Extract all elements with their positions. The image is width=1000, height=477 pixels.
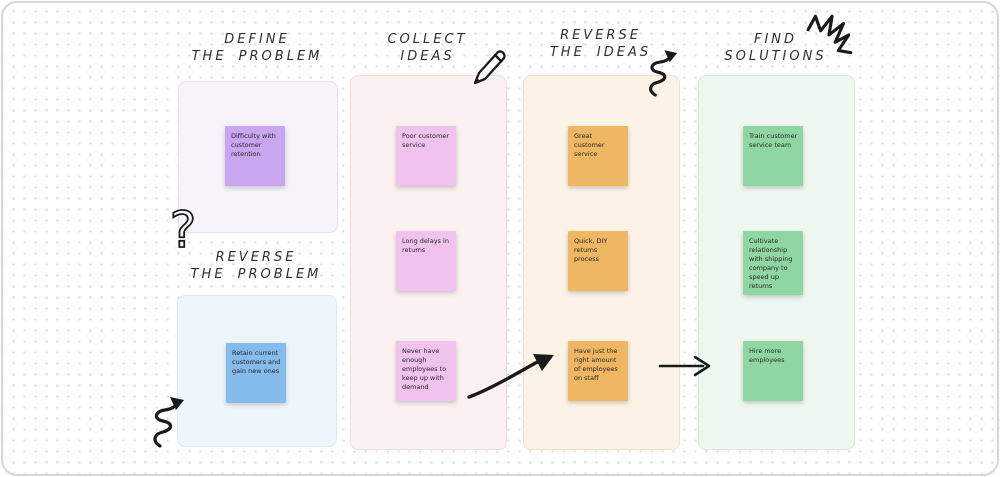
sticky-note[interactable]: Have just the right amount of employees …	[568, 341, 628, 401]
curved-arrow-icon[interactable]	[465, 345, 560, 403]
sticky-note[interactable]: Never have enough employees to keep up w…	[396, 341, 456, 401]
column-title-define-problem[interactable]: DEFINE THE PROBLEM	[178, 31, 336, 65]
title-line: REVERSE	[560, 28, 641, 43]
title-line: THE PROBLEM	[190, 267, 322, 282]
question-mark-icon[interactable]: ?	[161, 200, 205, 260]
sticky-note[interactable]: Difficulty with customer retention	[225, 126, 285, 186]
title-line: THE IDEAS	[549, 45, 652, 60]
sticky-note[interactable]: Retain current customers and gain new on…	[226, 343, 286, 403]
pencil-icon[interactable]	[469, 45, 511, 89]
sticky-note[interactable]: Hire more employees	[743, 341, 803, 401]
title-line: THE PROBLEM	[191, 49, 323, 64]
sticky-note[interactable]: Train customer service team	[743, 126, 803, 186]
straight-arrow-icon[interactable]	[657, 353, 713, 379]
title-line: SOLUTIONS	[724, 49, 827, 64]
svg-text:?: ?	[170, 201, 197, 259]
title-line: COLLECT	[387, 32, 468, 47]
title-line: REVERSE	[215, 250, 297, 265]
squiggle-arrow-icon[interactable]	[151, 396, 197, 450]
column-title-collect-ideas[interactable]: COLLECT IDEAS	[350, 31, 505, 65]
sticky-note[interactable]: Quick, DIY returns process	[568, 231, 628, 291]
title-line: FIND	[753, 32, 798, 47]
sticky-note[interactable]: Cultivate relationship with shipping com…	[743, 231, 803, 295]
sticky-note[interactable]: Great customer service	[568, 126, 628, 186]
title-line: IDEAS	[400, 49, 455, 64]
zigzag-scribble-icon[interactable]	[804, 13, 856, 59]
sticky-note[interactable]: Poor customer service	[396, 126, 456, 186]
column-title-reverse-problem[interactable]: REVERSE THE PROBLEM	[177, 249, 335, 283]
column-title-reverse-ideas[interactable]: REVERSE THE IDEAS	[523, 27, 678, 61]
column-title-find-solutions[interactable]: FIND SOLUTIONS	[698, 31, 853, 65]
sticky-note[interactable]: Long delays in returns	[396, 231, 456, 291]
squiggle-arrow-icon[interactable]	[647, 49, 689, 99]
title-line: DEFINE	[224, 32, 290, 47]
